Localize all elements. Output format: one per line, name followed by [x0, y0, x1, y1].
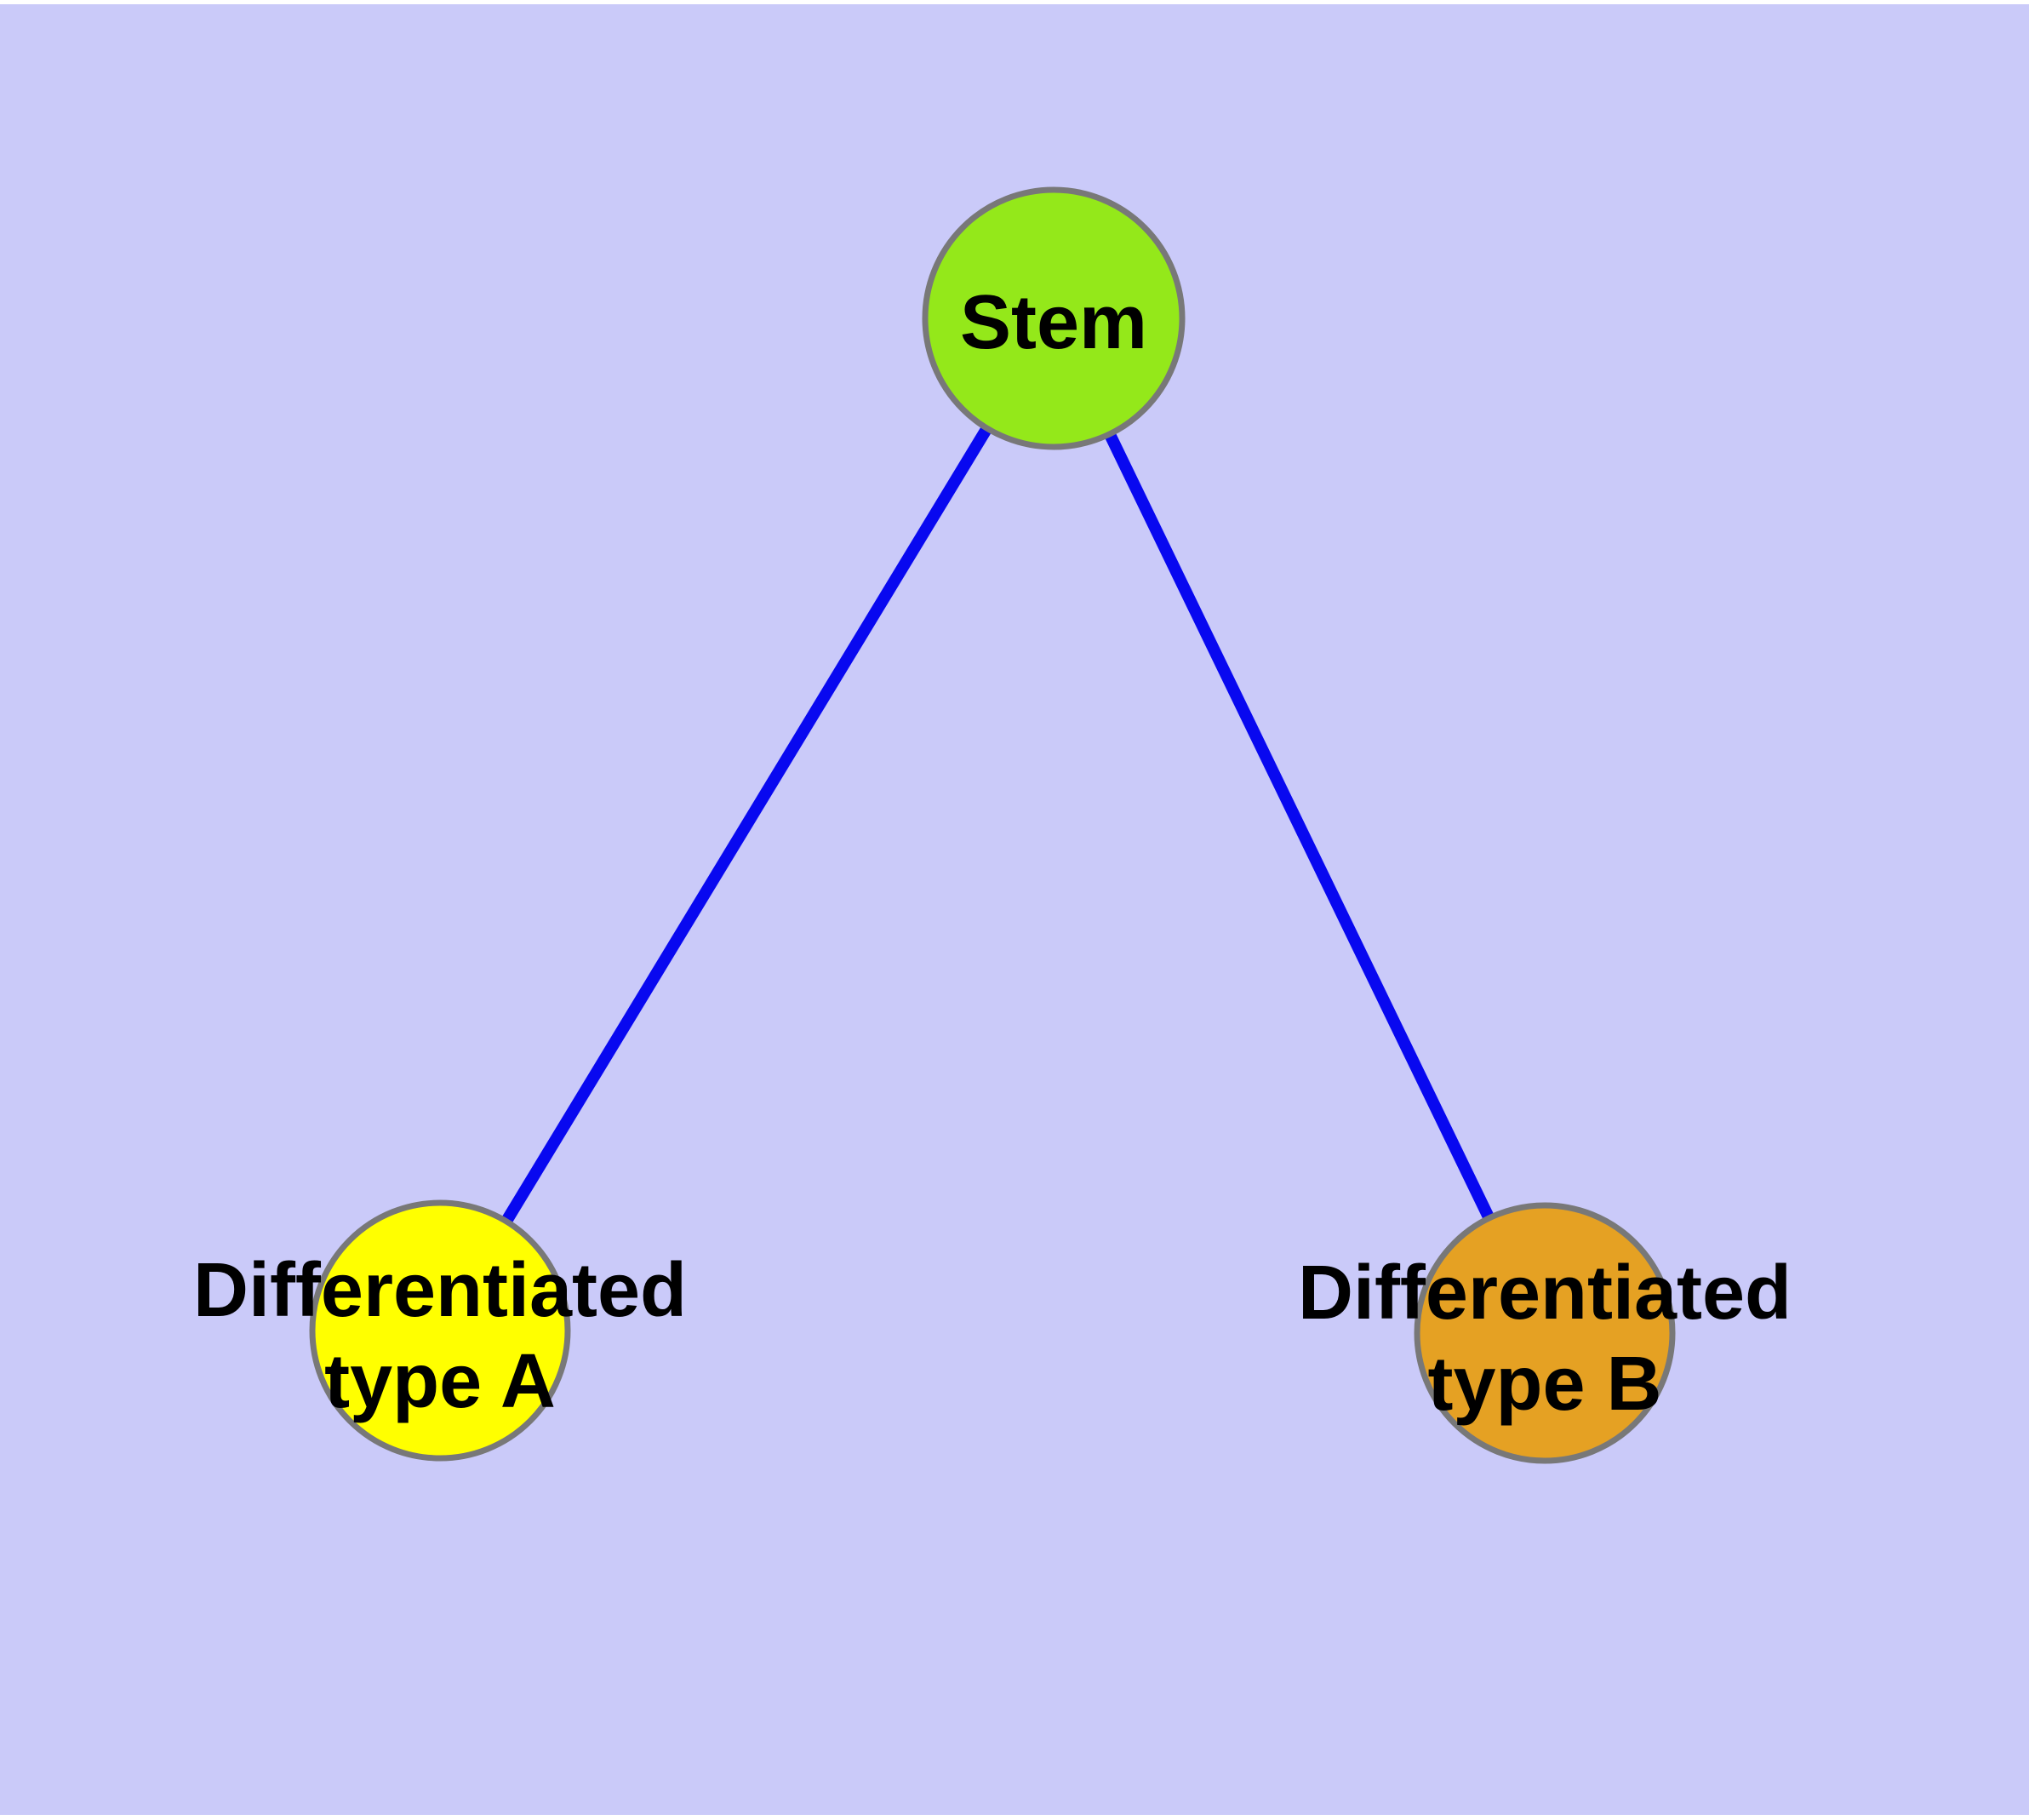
node-stem-label: Stem	[960, 280, 1147, 365]
node-type-a-circle	[309, 1199, 571, 1462]
node-stem-circle	[922, 186, 1186, 450]
node-type-a-label-line1: Differentiated	[193, 1248, 687, 1333]
node-differentiated-type-a: Differentiated type A	[193, 1199, 687, 1462]
node-differentiated-type-b: Differentiated type B	[1298, 1202, 1792, 1464]
node-type-b-label-line2: type B	[1427, 1342, 1661, 1427]
edges	[435, 315, 1551, 1336]
node-type-a-label-line2: type A	[324, 1339, 556, 1424]
node-stem: Stem	[922, 186, 1186, 450]
node-type-b-label-line1: Differentiated	[1298, 1251, 1792, 1336]
edge-stem-to-type-a	[435, 315, 1059, 1334]
node-type-b-circle	[1414, 1202, 1676, 1464]
edge-stem-to-type-b	[1048, 315, 1551, 1336]
